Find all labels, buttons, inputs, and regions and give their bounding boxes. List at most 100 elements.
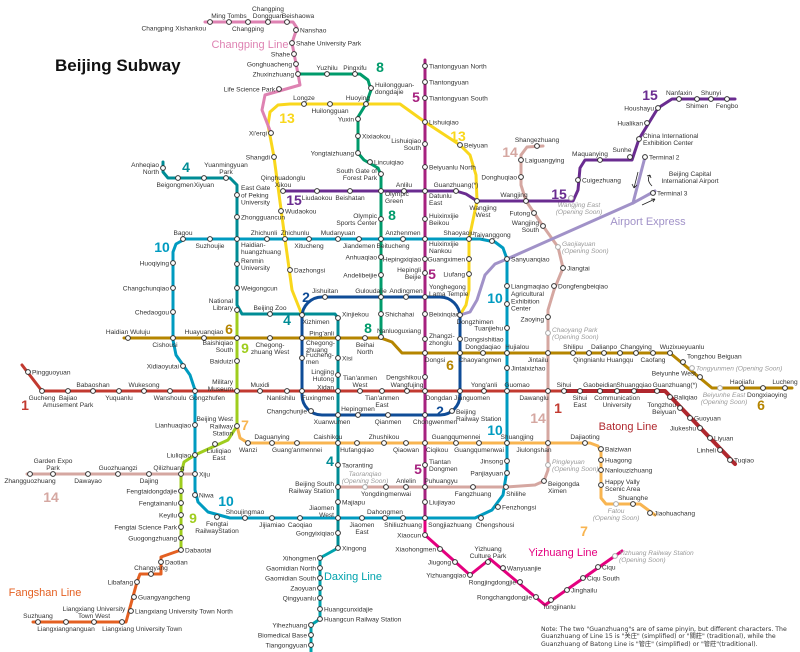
station[interactable]: Sunhe <box>612 147 633 160</box>
station[interactable]: Tiantongyuan South <box>422 95 489 102</box>
station-marker[interactable] <box>382 515 388 521</box>
station-marker[interactable] <box>355 150 361 156</box>
station[interactable]: Wangfujing <box>391 382 424 394</box>
station[interactable]: Taoranqiao(Opening Soon) <box>342 471 389 490</box>
station-marker[interactable] <box>378 171 384 177</box>
station-marker[interactable] <box>541 478 547 484</box>
station-marker[interactable] <box>457 312 463 318</box>
station-marker[interactable] <box>595 564 601 570</box>
station[interactable]: Maquanying <box>572 151 608 163</box>
station-marker[interactable] <box>518 174 524 180</box>
station[interactable]: Qilizhuang <box>153 465 185 477</box>
station[interactable]: Dongfengbeiqiao <box>551 283 609 290</box>
station[interactable]: Qiaowan <box>393 440 419 454</box>
station-marker[interactable] <box>551 283 557 289</box>
station-marker[interactable] <box>495 504 501 510</box>
station[interactable]: Daotian <box>158 559 188 566</box>
station[interactable]: Shunyi <box>701 90 722 102</box>
station[interactable]: Shangezhuang <box>515 137 560 149</box>
station-marker[interactable] <box>694 96 700 102</box>
station-marker[interactable] <box>116 388 122 394</box>
station-marker[interactable] <box>378 334 384 340</box>
station[interactable]: Qianmen <box>375 412 402 426</box>
station[interactable]: Chedaogou <box>135 309 176 316</box>
station-marker[interactable] <box>636 136 642 142</box>
station[interactable]: Pingguoyuan <box>25 369 71 376</box>
station-marker[interactable] <box>192 388 198 394</box>
station-marker[interactable] <box>504 470 510 476</box>
station-marker[interactable] <box>654 388 660 394</box>
station[interactable]: Gongzhufen <box>189 388 225 402</box>
station-marker[interactable] <box>324 71 330 77</box>
station[interactable]: Wangjing East(Opening Soon) <box>556 195 603 217</box>
station-marker[interactable] <box>245 440 251 446</box>
station-marker[interactable] <box>500 565 506 571</box>
station-marker[interactable] <box>422 141 428 147</box>
station[interactable]: Linheli <box>697 447 723 454</box>
station[interactable]: Tongzhou Beiguan <box>680 353 742 365</box>
station-marker[interactable] <box>403 440 409 446</box>
station-marker[interactable] <box>335 484 341 490</box>
station-marker[interactable] <box>655 105 661 111</box>
station[interactable]: Xisi <box>335 355 354 362</box>
station-marker[interactable] <box>404 388 410 394</box>
station-marker[interactable] <box>65 388 71 394</box>
station-marker[interactable] <box>207 19 213 25</box>
station[interactable]: Hepingmen <box>341 406 375 418</box>
station[interactable]: Changyang <box>134 565 168 577</box>
station[interactable]: Xinjiekou <box>335 311 369 321</box>
station[interactable]: Yongtaizhuang <box>311 150 361 157</box>
station-marker[interactable] <box>245 19 251 25</box>
station-marker[interactable] <box>570 350 576 356</box>
station[interactable]: Ping'anli <box>309 330 341 341</box>
station[interactable]: Houshayu <box>624 105 661 112</box>
station-marker[interactable] <box>178 512 184 518</box>
station-marker[interactable] <box>293 27 299 33</box>
station[interactable]: Beishaowa <box>282 13 315 25</box>
station-marker[interactable] <box>474 198 480 204</box>
station-marker[interactable] <box>403 484 409 490</box>
station[interactable]: Lishuiqiao <box>422 119 459 126</box>
station-marker[interactable] <box>234 261 240 267</box>
station-marker[interactable] <box>597 157 603 163</box>
station-marker[interactable] <box>400 236 406 242</box>
station-marker[interactable] <box>192 492 198 498</box>
station-marker[interactable] <box>422 440 428 446</box>
station-marker[interactable] <box>580 575 586 581</box>
station[interactable]: Nanluoguxiang <box>377 328 421 340</box>
station-marker[interactable] <box>647 510 653 516</box>
station-marker[interactable] <box>276 86 282 92</box>
station[interactable]: Qingnianlu <box>573 350 605 364</box>
station-marker[interactable] <box>378 311 384 317</box>
station-marker[interactable] <box>545 388 551 394</box>
station-marker[interactable] <box>291 51 297 57</box>
station-marker[interactable] <box>175 175 181 181</box>
station-marker[interactable] <box>707 435 713 441</box>
station[interactable]: Xidan <box>317 384 341 394</box>
station-marker[interactable] <box>422 484 428 490</box>
station[interactable]: Lianhuaqiao <box>155 422 198 429</box>
station[interactable]: Yizhuangqiao <box>426 572 473 579</box>
station[interactable]: Shangdi <box>246 154 277 161</box>
station-marker[interactable] <box>378 188 384 194</box>
station[interactable]: Songjiazhuang <box>422 515 473 529</box>
station-marker[interactable] <box>453 188 459 194</box>
station[interactable]: Daguanying <box>254 434 290 446</box>
station-marker[interactable] <box>234 192 240 198</box>
station-marker[interactable] <box>192 471 198 477</box>
station-marker[interactable] <box>160 165 166 171</box>
station-marker[interactable] <box>180 236 186 242</box>
station[interactable]: Jintailu <box>528 350 551 364</box>
station[interactable]: Yong'anli <box>471 382 498 394</box>
station[interactable]: Liangxiang University Town <box>102 619 182 633</box>
station[interactable]: Guoyuan <box>687 415 721 422</box>
station-marker[interactable] <box>633 350 639 356</box>
station-marker[interactable] <box>504 440 510 446</box>
